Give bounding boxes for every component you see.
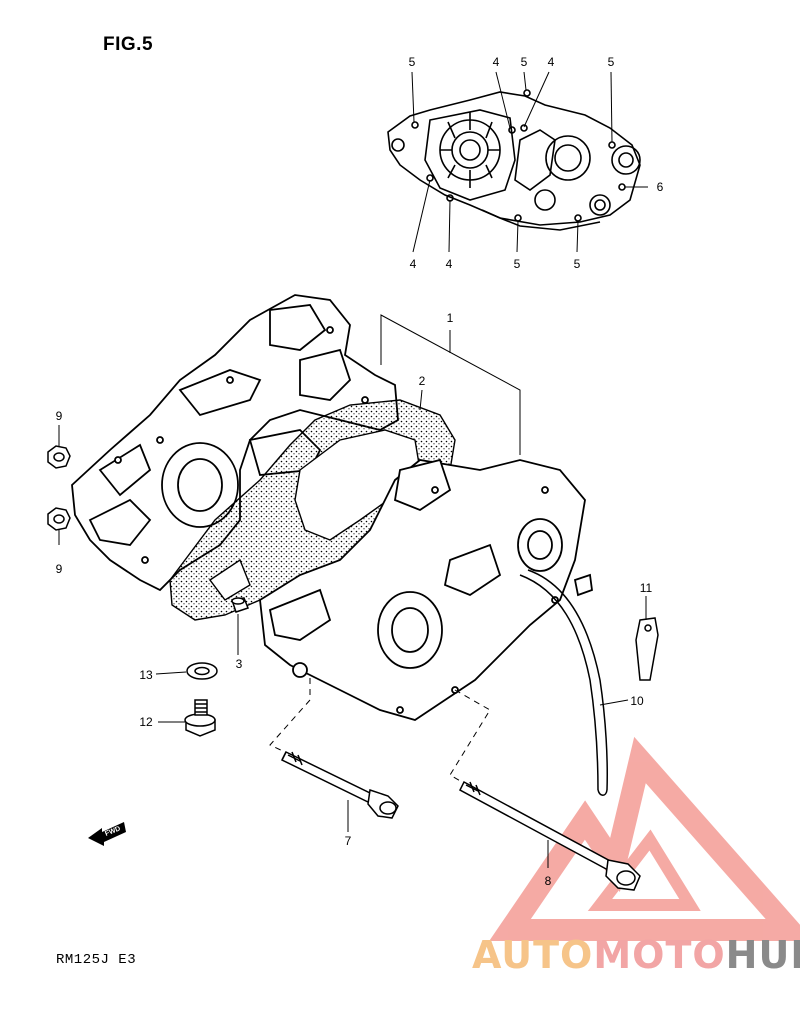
nut-9-upper-icon: [47, 445, 71, 469]
callout-4: 4: [445, 257, 453, 271]
crankcase-inner-view: [387, 89, 641, 231]
nut-9-lower-icon: [47, 507, 71, 531]
callout-5: 5: [573, 257, 581, 271]
bolt-8-icon: [459, 780, 641, 891]
watermark-moto: MOTO: [593, 933, 726, 977]
callout-4: 4: [492, 55, 500, 69]
callout-10: 10: [630, 694, 644, 708]
left-crankcase-half: [71, 294, 399, 592]
model-code: RM125J E3: [56, 952, 137, 968]
part-1-bracket: [380, 314, 521, 455]
bolt-7-icon: [280, 751, 399, 819]
watermark-logo-icon: [489, 736, 800, 941]
callout-3: 3: [235, 657, 243, 671]
callout-5: 5: [513, 257, 521, 271]
callout-7: 7: [344, 834, 352, 848]
figure-title: FIG.5: [103, 34, 154, 55]
breather-hose-10: [519, 569, 608, 796]
callout-12: 12: [139, 715, 153, 729]
callout-1: 1: [446, 311, 454, 325]
dowel-pin-3-icon: [231, 597, 249, 613]
top-leader-lines: [411, 71, 648, 253]
callout-5: 5: [408, 55, 416, 69]
clamp-11-icon: [635, 617, 659, 681]
callout-4: 4: [547, 55, 555, 69]
lower-leader-lines: [58, 389, 647, 868]
callout-5: 5: [607, 55, 615, 69]
fwd-arrow-icon: FWD: [88, 822, 126, 846]
washer-13-icon: [186, 662, 218, 680]
watermark-hub: HUB: [725, 933, 800, 977]
drain-plug-12-icon: [184, 699, 216, 737]
callout-11: 11: [639, 581, 653, 595]
callout-6: 6: [656, 180, 664, 194]
callout-5: 5: [520, 55, 528, 69]
right-crankcase-half: [259, 458, 593, 721]
callout-13: 13: [139, 668, 153, 682]
callout-9: 9: [55, 562, 63, 576]
callout-9: 9: [55, 409, 63, 423]
watermark-auto: AUTO: [472, 933, 594, 977]
assembly-guide-lines: [269, 678, 491, 783]
watermark-text: AUTOMOTOHUB: [472, 933, 800, 977]
callout-8: 8: [544, 874, 552, 888]
callout-4: 4: [409, 257, 417, 271]
callout-2: 2: [418, 374, 426, 388]
